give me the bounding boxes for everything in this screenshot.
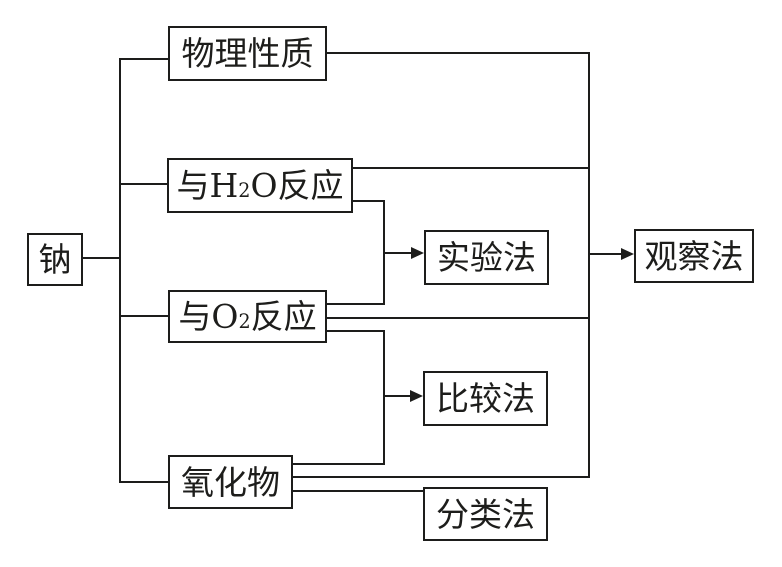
node-h2o-reaction-label-pre: 与H [176, 166, 239, 205]
node-observation-method: 观察法 [634, 229, 754, 283]
connector-trunk-to-oxide [119, 481, 168, 483]
node-experiment-method-label: 实验法 [437, 238, 536, 277]
connector-oxide-to-classify [292, 490, 423, 492]
connector-compare-bracket-vertical [383, 330, 385, 465]
node-comparison-method: 比较法 [423, 371, 548, 426]
connector-physical-to-rail [327, 52, 590, 54]
connector-oxide-to-compare-bracket [292, 463, 385, 465]
node-o2-reaction-label-sub: 2 [238, 310, 251, 334]
node-physical-properties: 物理性质 [168, 26, 327, 81]
arrowhead-experiment-icon [411, 247, 424, 259]
node-comparison-method-label: 比较法 [436, 379, 535, 418]
node-oxides-label: 氧化物 [181, 462, 280, 502]
connector-trunk-to-o2 [119, 315, 168, 317]
node-physical-properties-label: 物理性质 [181, 34, 314, 73]
node-observation-method-label: 观察法 [644, 236, 744, 276]
arrowhead-observe-icon [621, 248, 634, 260]
connector-h2o-to-experiment-bracket [353, 200, 385, 202]
node-oxides: 氧化物 [168, 455, 293, 509]
connector-rail-vertical [588, 52, 590, 478]
connector-o2-to-compare-bracket [326, 330, 385, 332]
connector-o2-to-experiment-bracket [326, 303, 385, 305]
connector-o2-to-rail [326, 317, 590, 319]
connector-trunk-to-physical [119, 58, 168, 60]
connector-sodium-to-trunk [83, 257, 121, 259]
node-sodium-label: 钠 [38, 240, 72, 279]
node-o2-reaction-label-pre: 与O [178, 297, 239, 336]
node-sodium: 钠 [27, 233, 83, 286]
arrowhead-compare-icon [410, 390, 423, 402]
node-experiment-method: 实验法 [424, 230, 549, 285]
connector-h2o-to-rail [353, 167, 590, 169]
node-h2o-reaction-label-post: O反应 [250, 166, 344, 205]
node-classification-method: 分类法 [423, 487, 548, 541]
connector-rail-to-observe [588, 253, 623, 255]
node-classification-method-label: 分类法 [436, 494, 535, 534]
connector-trunk-vertical [119, 58, 121, 483]
connector-bracket-to-compare [383, 395, 411, 397]
node-h2o-reaction-label-sub: 2 [238, 179, 251, 203]
connector-bracket-to-experiment [383, 252, 413, 254]
node-o2-reaction-label-post: 反应 [250, 297, 317, 336]
connector-trunk-to-h2o [119, 183, 167, 185]
connector-oxide-to-rail [292, 476, 590, 478]
